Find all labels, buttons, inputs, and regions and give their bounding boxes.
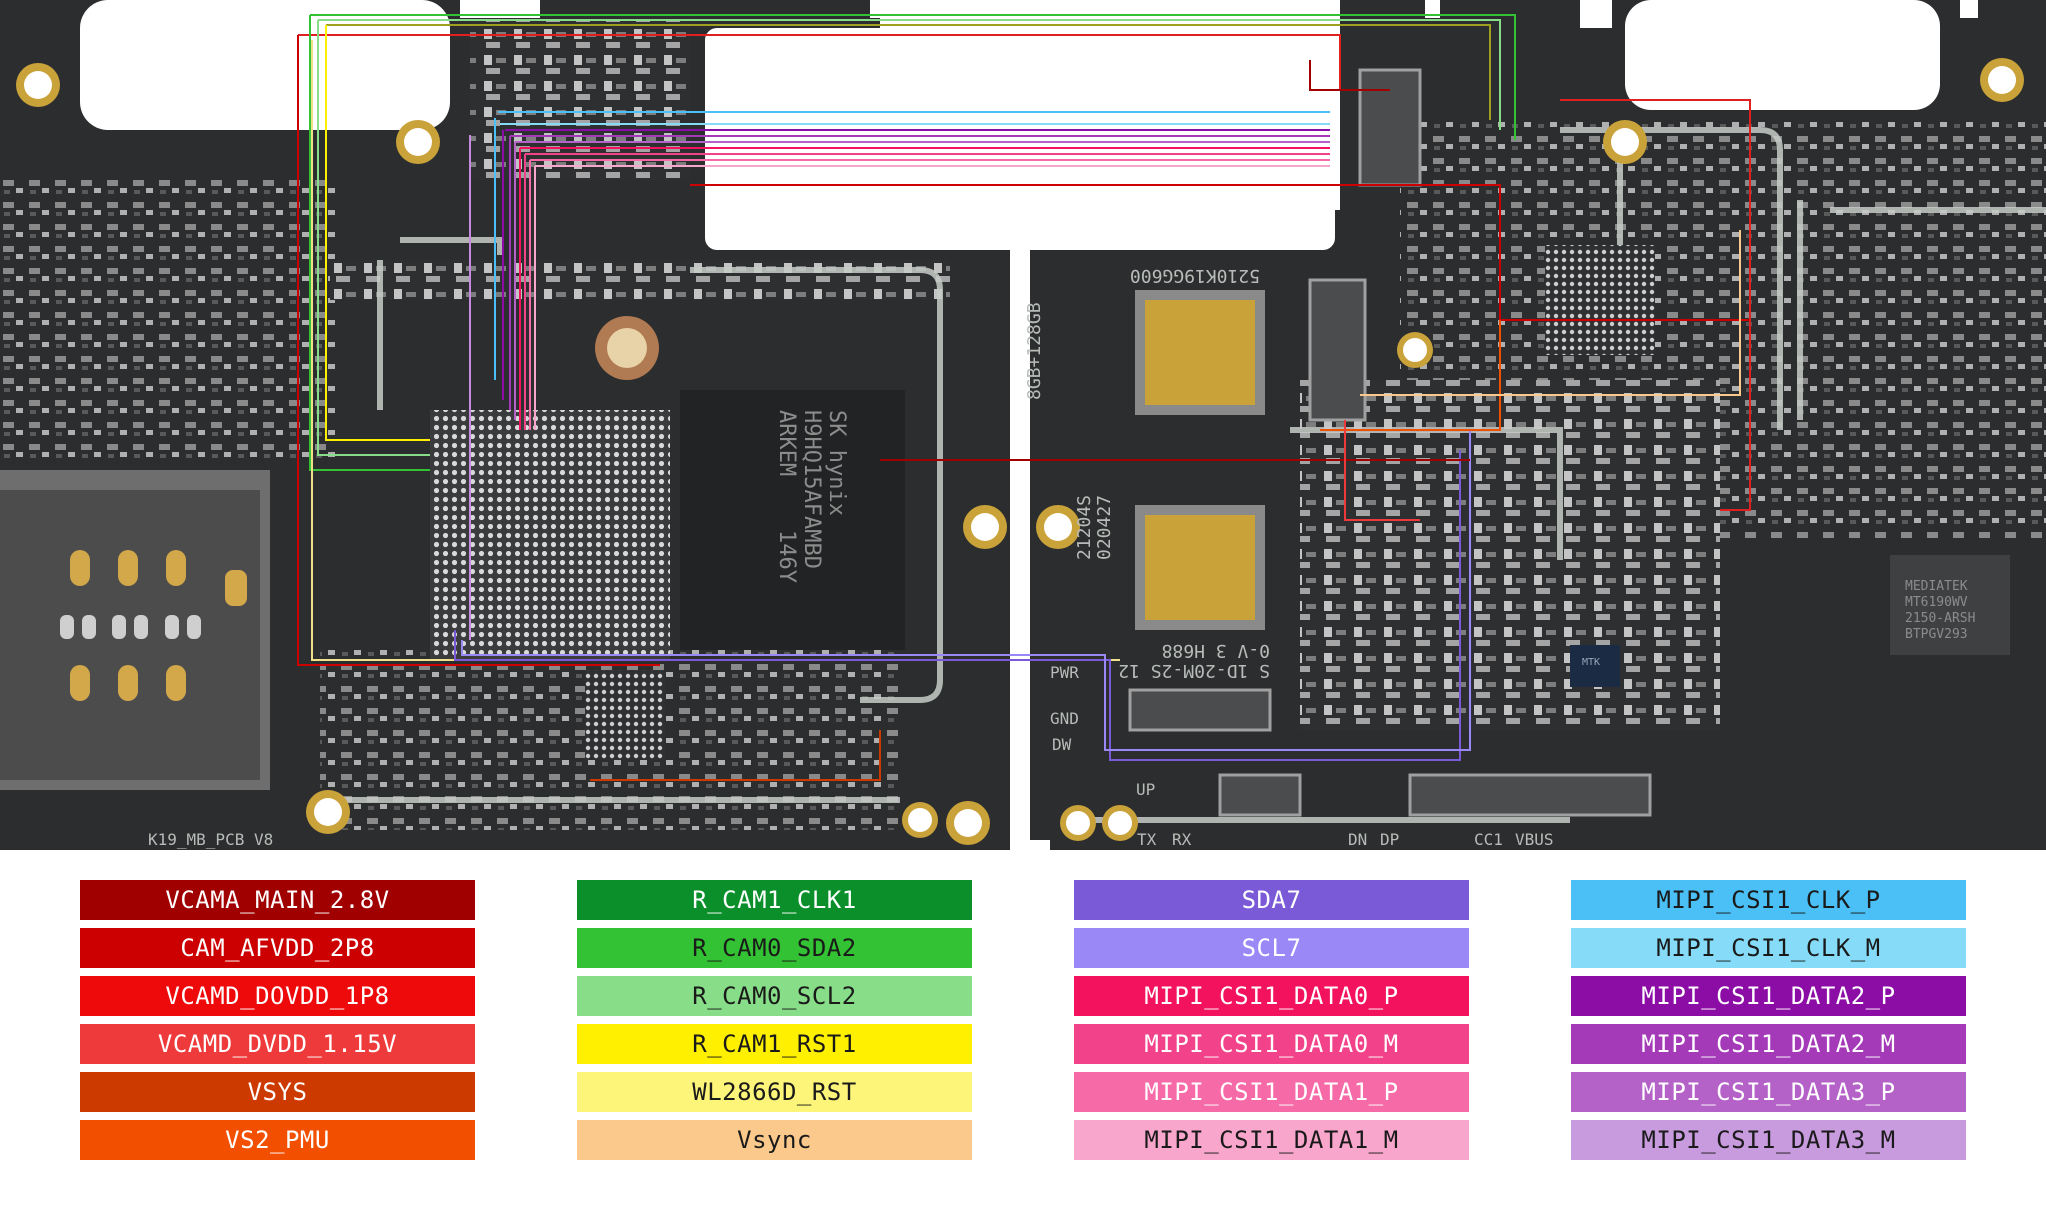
rx-label: RX (1172, 830, 1192, 849)
pwr-label: PWR (1050, 663, 1079, 682)
ram-label-3: ARKEM (774, 410, 799, 476)
legend-item: MIPI_CSI1_DATA1_P (1074, 1072, 1469, 1112)
tx-label: TX (1137, 830, 1157, 849)
legend-item: Vsync (577, 1120, 972, 1160)
ram-label-4: 146Y (774, 530, 799, 583)
legend-item: R_CAM0_SDA2 (577, 928, 972, 968)
legend-item: MIPI_CSI1_DATA3_P (1571, 1072, 1966, 1112)
code-label-1: 5210K19GG600 (1130, 265, 1260, 286)
legend-item: MIPI_CSI1_DATA3_M (1571, 1120, 1966, 1160)
legend-item: MIPI_CSI1_DATA2_M (1571, 1024, 1966, 1064)
camera-connector (1308, 278, 1367, 422)
legend-item: MIPI_CSI1_CLK_P (1571, 880, 1966, 920)
legend-item: VS2_PMU (80, 1120, 475, 1160)
up-label: UP (1136, 780, 1155, 799)
mediatek-label-1: MEDIATEK (1905, 579, 1968, 594)
board-model-label: K19_MB_PCB V8 (148, 830, 273, 849)
code-label-5: S 1D-20M-2S 12 (1118, 660, 1270, 681)
legend-item: VCAMD_DVDD_1.15V (80, 1024, 475, 1064)
screw-holes (16, 58, 2024, 845)
legend-item: R_CAM0_SCL2 (577, 976, 972, 1016)
mtk-chip-label: MTK (1582, 657, 1600, 668)
legend-item: SCL7 (1074, 928, 1469, 968)
code-label-4: 0-V 3 H688 (1162, 640, 1270, 661)
left-cutout (80, 0, 450, 130)
gnd-label: GND (1050, 709, 1079, 728)
camera-pmic (1545, 245, 1655, 355)
legend-item: VCAMA_MAIN_2.8V (80, 880, 475, 920)
legend-item: R_CAM1_RST1 (577, 1024, 972, 1064)
legend-item: CAM_AFVDD_2P8 (80, 928, 475, 968)
legend-item: R_CAM1_CLK1 (577, 880, 972, 920)
legend-item: VCAMD_DOVDD_1P8 (80, 976, 475, 1016)
mediatek-label-2: MT6190WV (1905, 595, 1968, 610)
memory-label: 8GB+128GB (1024, 302, 1045, 400)
dw-label: DW (1052, 735, 1072, 754)
legend-item: MIPI_CSI1_DATA0_P (1074, 976, 1469, 1016)
cc1-label: CC1 (1474, 830, 1503, 849)
mediatek-label-4: BTPGV293 (1905, 627, 1968, 642)
dp-label: DP (1380, 830, 1399, 849)
legend-item: MIPI_CSI1_DATA2_P (1571, 976, 1966, 1016)
legend-item: MIPI_CSI1_DATA1_M (1074, 1120, 1469, 1160)
top-connector (1358, 68, 1422, 187)
legend-item: SDA7 (1074, 880, 1469, 920)
bottom-connector-1 (1128, 688, 1272, 732)
signal-traces (297, 14, 1751, 781)
mtk-chip (1570, 645, 1620, 687)
legend-item: VSYS (80, 1072, 475, 1112)
ram-label-2: H9HQ15AFAMBD (799, 410, 824, 569)
legend-item: MIPI_CSI1_CLK_M (1571, 928, 1966, 968)
pcb-board-diagram: SK hynix H9HQ15AFAMBD ARKEM 146Y MTK MED… (0, 0, 2046, 850)
mediatek-chip (1890, 555, 2010, 655)
right-cutout (1625, 0, 1940, 110)
center-gap (1010, 200, 1030, 850)
vbus-label: VBUS (1515, 830, 1554, 849)
bottom-connector-2 (1408, 773, 1652, 817)
ram-label-1: SK hynix (824, 410, 849, 516)
legend-item: MIPI_CSI1_DATA0_M (1074, 1024, 1469, 1064)
ram-chip (680, 390, 905, 650)
top-window (705, 28, 1335, 250)
dn-label: DN (1348, 830, 1367, 849)
legend-item: WL2866D_RST (577, 1072, 972, 1112)
code-label-2: 21204S (1074, 495, 1095, 560)
mediatek-label-3: 2150-ARSH (1905, 611, 1975, 626)
soc-bga (430, 410, 670, 660)
code-label-3: 020427 (1094, 495, 1115, 560)
